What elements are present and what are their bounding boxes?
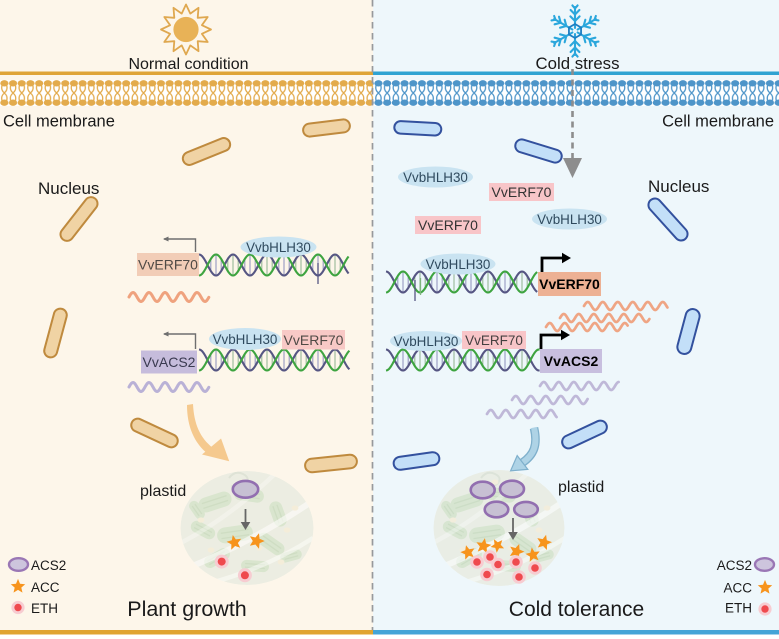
- svg-text:VvERF70: VvERF70: [138, 257, 198, 273]
- svg-text:VvbHLH30: VvbHLH30: [426, 257, 491, 272]
- svg-text:VvERF70: VvERF70: [465, 333, 523, 348]
- svg-text:VvERF70: VvERF70: [418, 217, 478, 233]
- svg-text:plastid: plastid: [140, 483, 186, 500]
- svg-text:VvACS2: VvACS2: [544, 353, 599, 369]
- svg-text:Nucleus: Nucleus: [38, 179, 99, 198]
- svg-text:Nucleus: Nucleus: [648, 177, 709, 196]
- svg-text:VvERF70: VvERF70: [492, 184, 552, 200]
- svg-text:ACC: ACC: [723, 581, 752, 596]
- svg-text:ETH: ETH: [725, 601, 752, 616]
- svg-text:Normal condition: Normal condition: [128, 56, 248, 73]
- svg-text:VvbHLH30: VvbHLH30: [246, 240, 311, 255]
- svg-text:VvERF70: VvERF70: [284, 332, 344, 348]
- svg-text:ACS2: ACS2: [717, 558, 752, 573]
- svg-text:VvbHLH30: VvbHLH30: [213, 332, 278, 347]
- svg-text:Cell membrane: Cell membrane: [3, 113, 115, 131]
- svg-text:Cell membrane: Cell membrane: [662, 113, 774, 131]
- svg-text:VvACS2: VvACS2: [143, 354, 196, 370]
- svg-text:plastid: plastid: [558, 479, 604, 496]
- svg-text:ACS2: ACS2: [31, 558, 66, 573]
- svg-text:VvbHLH30: VvbHLH30: [537, 212, 602, 227]
- svg-text:ACC: ACC: [31, 580, 60, 595]
- svg-text:Plant growth: Plant growth: [127, 597, 247, 621]
- svg-text:ETH: ETH: [31, 601, 58, 616]
- svg-text:VvbHLH30: VvbHLH30: [394, 334, 459, 349]
- svg-text:Cold tolerance: Cold tolerance: [509, 598, 644, 621]
- svg-text:VvbHLH30: VvbHLH30: [403, 170, 468, 185]
- svg-text:VvERF70: VvERF70: [539, 276, 600, 292]
- svg-text:Cold stress: Cold stress: [536, 54, 620, 73]
